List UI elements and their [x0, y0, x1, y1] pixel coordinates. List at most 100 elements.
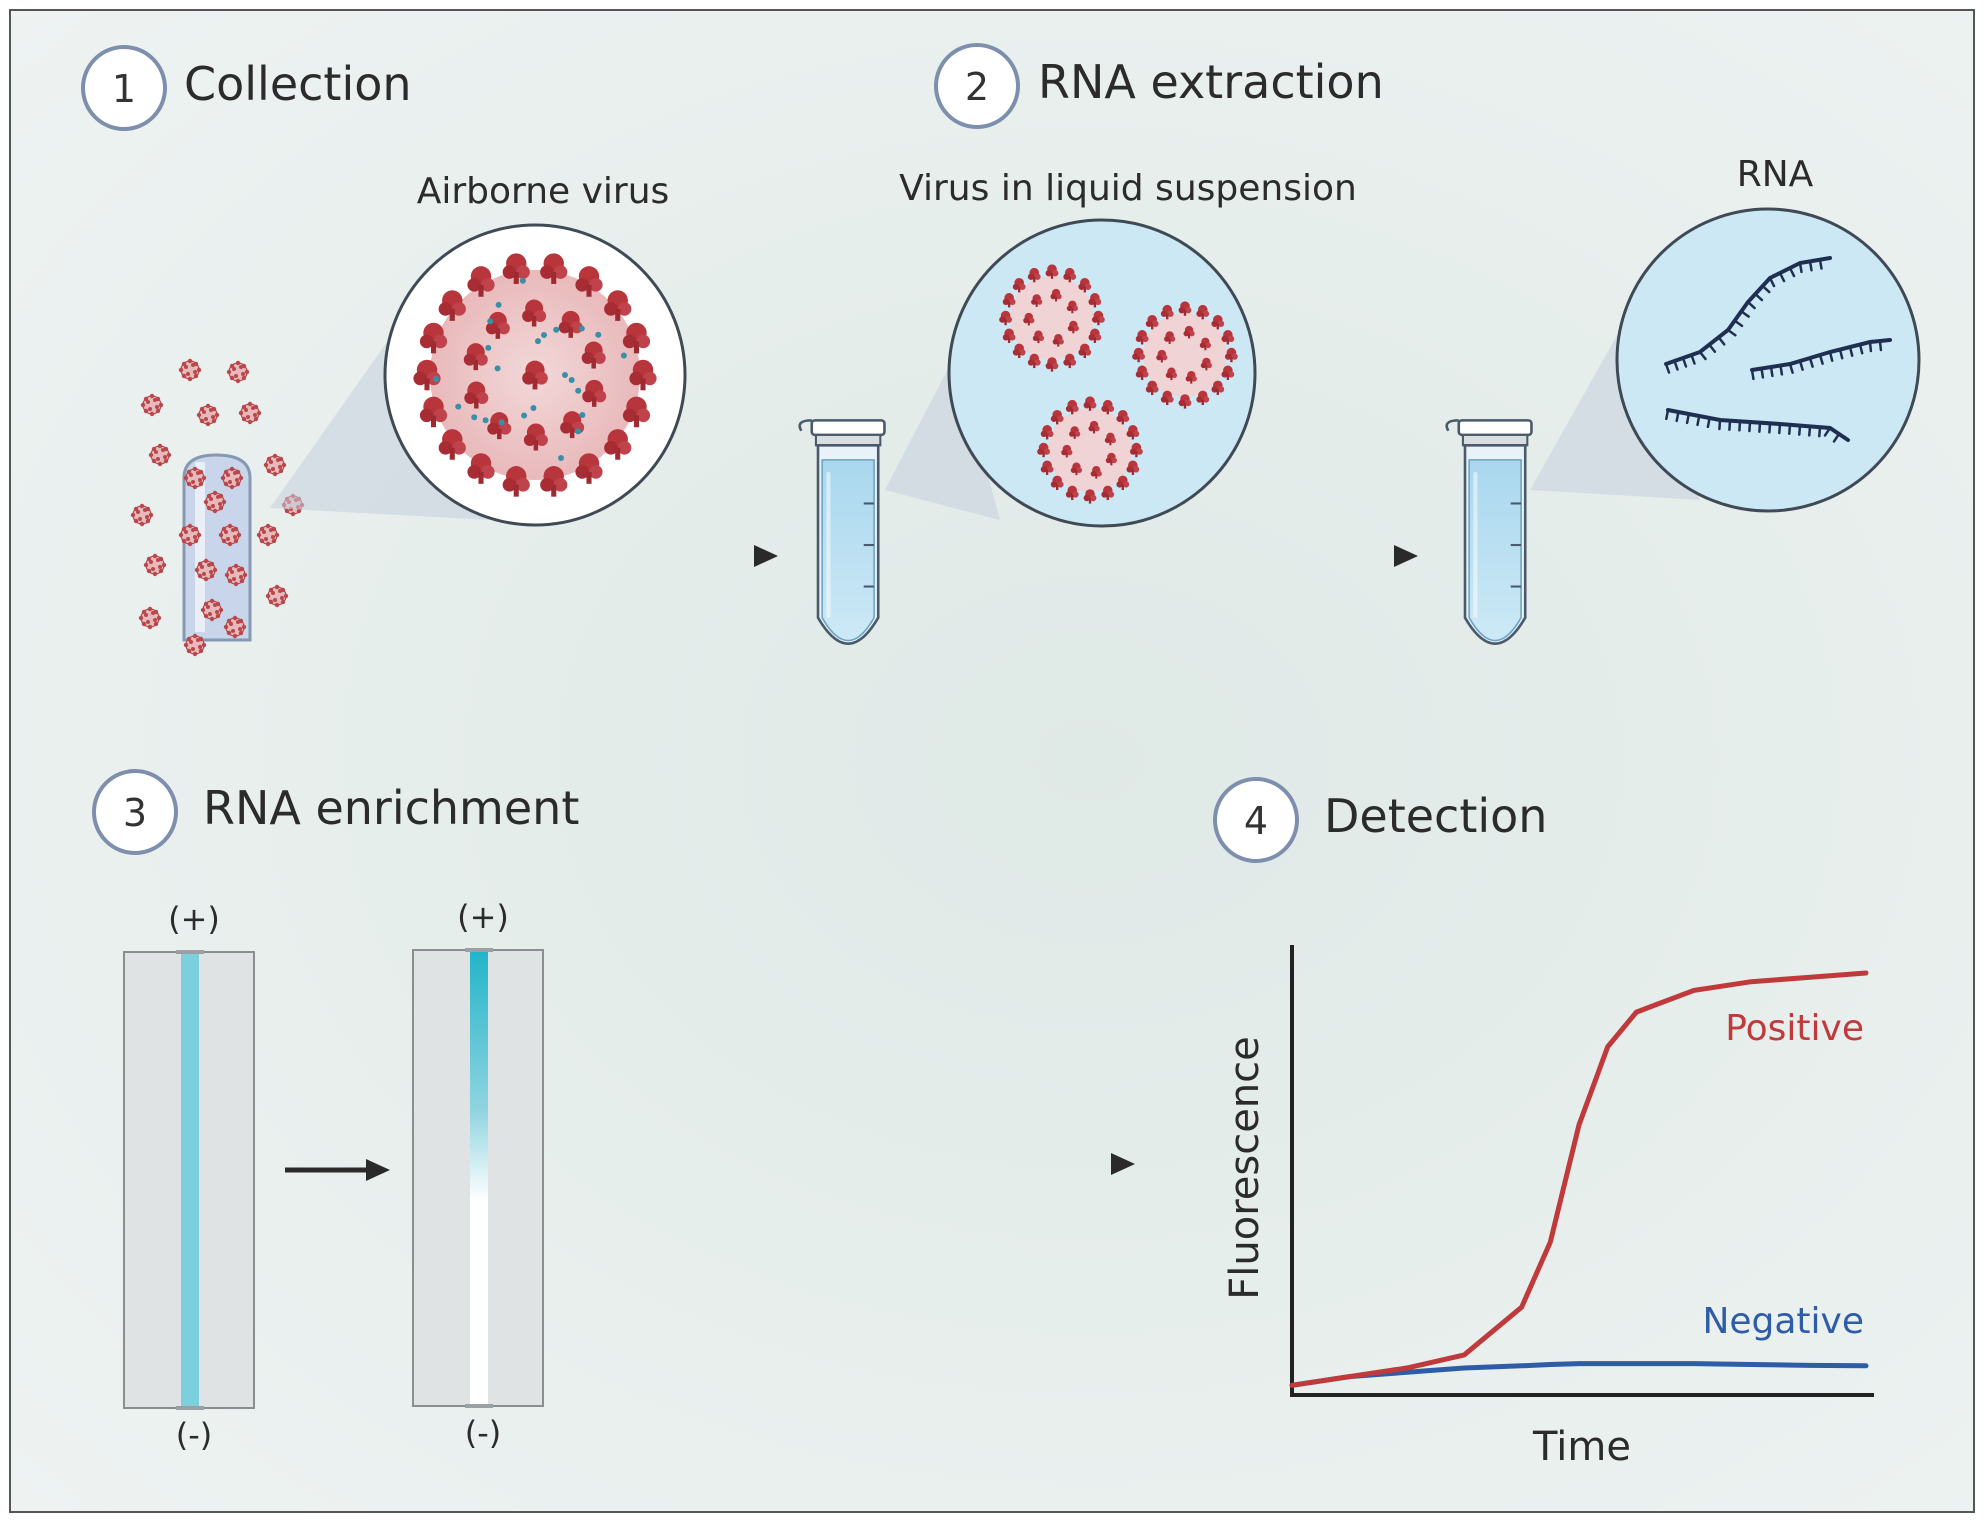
membrane-dot	[455, 403, 462, 410]
rna-base	[1808, 260, 1813, 272]
membrane-dot	[521, 412, 528, 419]
series-negative-line	[1289, 1361, 1869, 1388]
rna-base	[1828, 350, 1834, 362]
step-3-title: RNA enrichment	[203, 781, 579, 835]
arrow-1	[305, 545, 778, 567]
step-3-badge	[92, 769, 178, 855]
step-4-number: 4	[1244, 799, 1268, 843]
series-positive-label: Positive	[1725, 1008, 1864, 1049]
suspended-viruses	[999, 264, 1238, 504]
rna-base	[1665, 408, 1670, 421]
membrane-dot	[482, 417, 489, 424]
membrane-dot	[579, 411, 586, 418]
airborne-virus-zoom	[383, 223, 687, 527]
series-positive-line	[1289, 970, 1869, 1388]
liquid-virus-zoom	[947, 218, 1257, 528]
rna-base	[1818, 353, 1824, 365]
label-virus-liquid: Virus in liquid suspension	[899, 168, 1357, 209]
rna-base	[1779, 364, 1784, 376]
background-panel	[9, 9, 1975, 1513]
rna-base	[1717, 336, 1726, 346]
membrane-dot	[471, 414, 478, 421]
membrane-dot	[578, 325, 585, 332]
rna-base	[1798, 261, 1803, 274]
step-2-header: 2 RNA extraction	[934, 43, 1384, 129]
rna-base	[1690, 353, 1696, 365]
membrane-dot	[575, 428, 582, 435]
membrane-dot	[553, 326, 560, 333]
rna-base	[1750, 368, 1755, 381]
rna-base	[1832, 432, 1841, 443]
rna-base	[1878, 339, 1883, 352]
rna-base	[1858, 343, 1864, 355]
arrow-3b	[660, 1153, 1135, 1175]
membrane-dot	[558, 455, 565, 462]
rna-base	[1681, 356, 1688, 368]
rna-base	[1761, 284, 1771, 294]
strip-2-plus-label: (+)	[457, 898, 509, 936]
membrane-dot	[620, 352, 627, 359]
membrane-dot	[495, 301, 502, 308]
step-1-header: 1 Collection	[81, 45, 412, 131]
rna-base	[1706, 416, 1711, 429]
rna-base	[1673, 359, 1679, 371]
membrane-dot	[485, 344, 492, 351]
strip-1-minus-label: (-)	[176, 1416, 213, 1454]
rna-base	[1788, 362, 1794, 374]
rna-base	[1685, 412, 1691, 425]
step-2-badge	[934, 43, 1020, 129]
strip-1-plus-label: (+)	[168, 900, 220, 938]
arrow-2	[942, 545, 1418, 567]
rna-base	[1768, 276, 1776, 288]
membrane-dot	[568, 376, 575, 383]
rna-base	[1696, 414, 1701, 427]
step-1-number: 1	[112, 67, 136, 111]
step-4-header: 4 Detection	[1213, 777, 1547, 863]
membrane-dot	[595, 331, 602, 338]
rna-base	[1740, 310, 1750, 318]
rna-strands	[1664, 256, 1892, 443]
rna-base	[1868, 340, 1873, 353]
arrow-3a	[285, 1159, 390, 1181]
membrane-dot	[534, 338, 541, 345]
rna-zoom	[1615, 207, 1921, 513]
step-2-title: RNA extraction	[1038, 55, 1384, 109]
step-4-badge	[1213, 777, 1299, 863]
rna-base	[1754, 292, 1764, 302]
enrichment-strip-before: (+) (-)	[123, 900, 255, 1454]
rna-base	[1788, 266, 1796, 278]
membrane-dot	[433, 376, 440, 383]
rna-base	[1818, 425, 1822, 438]
rna-base	[1823, 426, 1832, 437]
step-3-number: 3	[123, 791, 147, 835]
step-4-title: Detection	[1324, 789, 1547, 843]
label-airborne-virus: Airborne virus	[417, 171, 670, 212]
rna-base	[1798, 424, 1802, 436]
rna-base	[1778, 422, 1782, 435]
rna-base	[1718, 418, 1722, 431]
rna-base	[1769, 365, 1774, 378]
rna-base	[1788, 423, 1792, 436]
virus-body	[1048, 408, 1132, 492]
rna-base	[1760, 367, 1765, 379]
rna-base	[1758, 421, 1762, 433]
step-1-title: Collection	[184, 57, 412, 111]
air-sampler	[182, 453, 252, 642]
rna-base	[1808, 356, 1814, 368]
rna-base	[1698, 350, 1707, 361]
rna-base	[1675, 410, 1680, 423]
label-rna: RNA	[1737, 154, 1814, 195]
detection-chart: Fluorescence Time Positive Negative	[1222, 945, 1874, 1470]
virus-body	[1143, 313, 1227, 397]
rna-base	[1798, 359, 1804, 371]
step-2-number: 2	[965, 65, 989, 109]
series-negative-label: Negative	[1702, 1301, 1864, 1342]
membrane-dot	[530, 404, 537, 411]
rna-base	[1778, 271, 1786, 283]
membrane-dot	[541, 332, 548, 339]
x-axis-label: Time	[1532, 1424, 1631, 1470]
step-3-header: 3 RNA enrichment	[92, 769, 579, 855]
rna-base	[1748, 420, 1752, 433]
rna-base	[1708, 343, 1717, 353]
rna-base	[1664, 362, 1671, 374]
